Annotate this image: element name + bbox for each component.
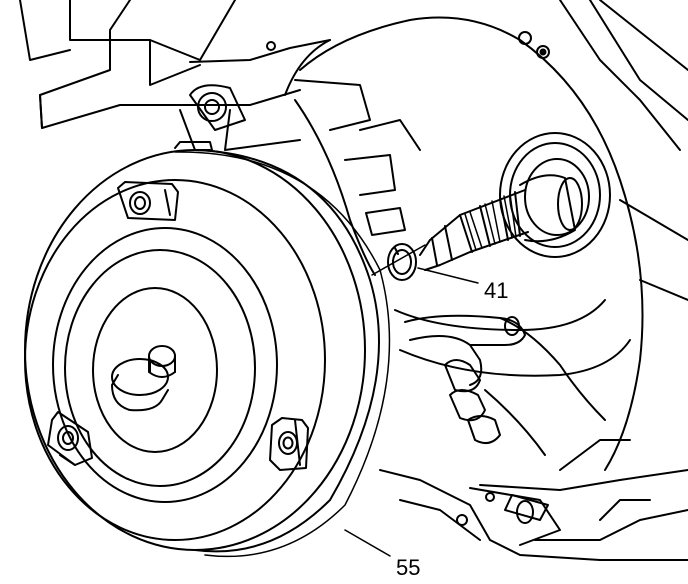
snap-ring-guide-line — [371, 244, 426, 276]
transmission-housing — [266, 0, 688, 471]
converter-lug-top — [117, 181, 179, 221]
engine-block-outline — [19, 0, 331, 151]
converter-hub — [111, 345, 176, 412]
converter-lug-right — [269, 417, 309, 471]
hand-illustration — [404, 314, 606, 456]
callout-41-leader — [417, 267, 479, 284]
callout-55-label: 55 — [396, 555, 420, 580]
torque-converter — [24, 141, 391, 558]
input-shaft — [419, 132, 611, 271]
converter-lug-left — [47, 411, 93, 466]
lower-case-details — [379, 439, 688, 561]
snap-ring — [387, 243, 417, 281]
callout-41-label: 41 — [484, 278, 508, 303]
callout-55-leader — [344, 529, 391, 557]
